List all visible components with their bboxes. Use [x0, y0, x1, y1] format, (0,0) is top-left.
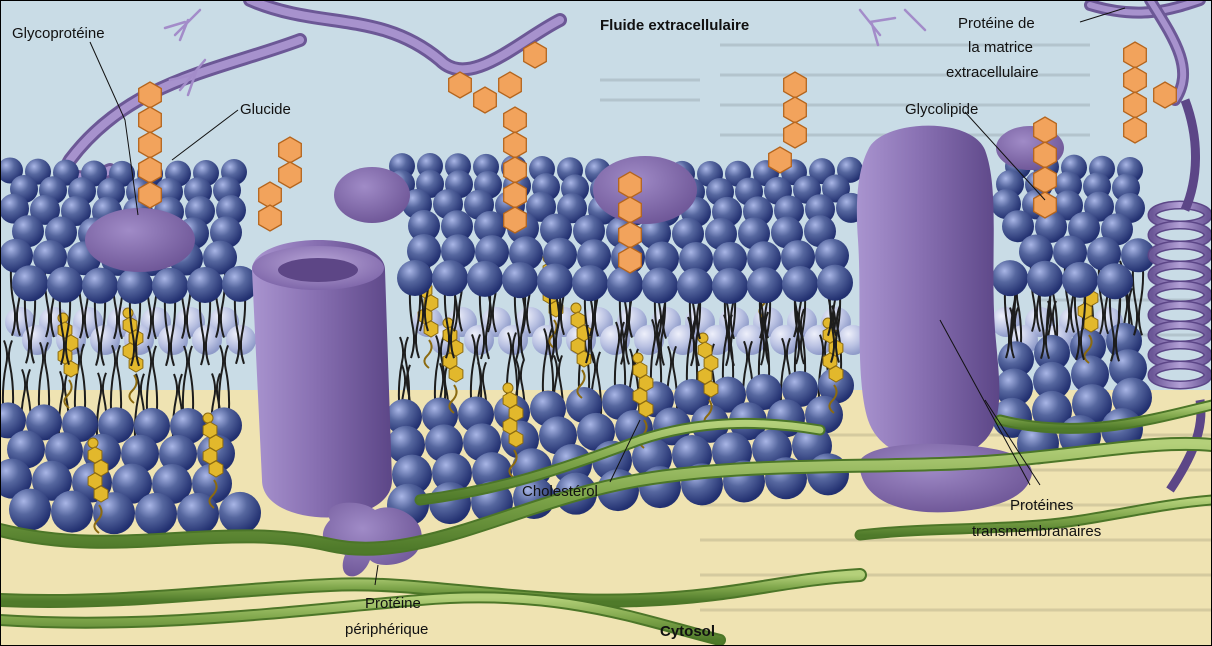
sugar-unit	[504, 157, 527, 183]
sugar-unit	[1124, 117, 1147, 143]
glycoprotein-sugar-chain	[139, 82, 162, 208]
cholesterol-hydroxyl	[571, 303, 581, 313]
cholesterol-ring	[94, 486, 108, 502]
glycoprotein-body	[85, 208, 195, 272]
sugar-unit	[259, 182, 282, 208]
cholesterol-hydroxyl	[503, 383, 513, 393]
phospholipid-head	[47, 267, 83, 303]
cholesterol-hydroxyl	[88, 438, 98, 448]
phospholipid-head	[1097, 263, 1133, 299]
phospholipid-head	[82, 268, 118, 304]
cholesterol-ring	[509, 431, 523, 447]
cholesterol-ring	[64, 361, 78, 377]
phospholipid-head	[219, 492, 261, 534]
cholesterol-ring	[449, 366, 463, 382]
cholesterol-hydroxyl	[633, 353, 643, 363]
cholesterol-hydroxyl	[203, 413, 213, 423]
label-ecm-protein-line2: la matrice	[968, 39, 1033, 56]
sugar-unit	[499, 72, 522, 98]
phospholipid-head	[152, 268, 188, 304]
sugar-unit	[784, 97, 807, 123]
phospholipid-head	[992, 260, 1028, 296]
sugar-unit	[1034, 167, 1057, 193]
sugar-unit	[1154, 82, 1177, 108]
sugar-unit	[524, 42, 547, 68]
phospholipid-head	[432, 260, 468, 296]
sugar-unit	[474, 87, 497, 113]
sugar-unit	[139, 107, 162, 133]
phospholipid-head	[12, 265, 48, 301]
phospholipid-head	[502, 262, 538, 298]
label-extracellular-fluid: Fluide extracellulaire	[600, 17, 749, 34]
phospholipid-head	[572, 265, 608, 301]
sugar-unit	[784, 122, 807, 148]
label-transmembrane-line1: Protéines	[1010, 497, 1073, 514]
label-glycolipid: Glycolipide	[905, 101, 978, 118]
sugar-unit	[1034, 117, 1057, 143]
phospholipid-head	[397, 260, 433, 296]
label-glycoprotein: Glycoprotéine	[12, 25, 105, 42]
phospholipid-head	[135, 493, 177, 535]
channel-transmembrane-protein	[252, 240, 392, 518]
sugar-unit	[1034, 142, 1057, 168]
label-peripheral-protein-line2: périphérique	[345, 621, 428, 638]
label-cholesterol: Cholestérol	[522, 483, 598, 500]
sugar-unit	[619, 172, 642, 198]
sugar-unit	[259, 205, 282, 231]
phospholipid-head	[1027, 261, 1063, 297]
sugar-unit	[279, 162, 302, 188]
phospholipid-head	[1062, 262, 1098, 298]
phospholipid-head	[712, 268, 748, 304]
label-cytosol: Cytosol	[660, 623, 715, 640]
sugar-unit	[139, 182, 162, 208]
sugar-unit	[504, 182, 527, 208]
sugar-unit	[504, 107, 527, 133]
phospholipid-head	[642, 267, 678, 303]
sugar-unit	[619, 247, 642, 273]
cholesterol-ring	[829, 366, 843, 382]
cholesterol-ring	[639, 401, 653, 417]
sugar-unit	[139, 82, 162, 108]
cholesterol-ring	[1084, 316, 1098, 332]
label-ecm-protein-line3: extracellulaire	[946, 64, 1039, 81]
sugar-unit	[504, 132, 527, 158]
phospholipid-head	[467, 261, 503, 297]
cholesterol-ring	[704, 381, 718, 397]
cholesterol-ring	[209, 461, 223, 477]
phospholipid-head	[817, 265, 853, 301]
sugar-unit	[784, 72, 807, 98]
sugar-unit	[1034, 192, 1057, 218]
sugar-unit	[619, 197, 642, 223]
sugar-unit	[449, 72, 472, 98]
phospholipid-head	[187, 267, 223, 303]
phospholipid-head	[677, 268, 713, 304]
label-peripheral-protein-line1: Protéine	[365, 595, 421, 612]
sugar-unit	[1124, 92, 1147, 118]
sugar-unit	[619, 222, 642, 248]
sugar-unit	[279, 137, 302, 163]
phospholipid-head	[177, 493, 219, 535]
phospholipid-head	[537, 264, 573, 300]
phospholipid-head	[607, 266, 643, 302]
sugar-unit	[1124, 67, 1147, 93]
sugar-unit	[504, 207, 527, 233]
sugar-unit	[1124, 42, 1147, 68]
phospholipid-head	[782, 266, 818, 302]
sugar-unit	[769, 147, 792, 173]
phospholipid-head	[9, 489, 51, 531]
label-transmembrane-line2: transmembranaires	[972, 523, 1101, 540]
label-ecm-protein-line1: Protéine de	[958, 15, 1035, 32]
phospholipid-head	[747, 267, 783, 303]
sugar-unit	[139, 132, 162, 158]
phospholipid-head	[117, 268, 153, 304]
sugar-unit	[139, 157, 162, 183]
label-carbohydrate: Glucide	[240, 101, 291, 118]
phospholipid-head	[51, 491, 93, 533]
cholesterol-hydroxyl	[123, 308, 133, 318]
